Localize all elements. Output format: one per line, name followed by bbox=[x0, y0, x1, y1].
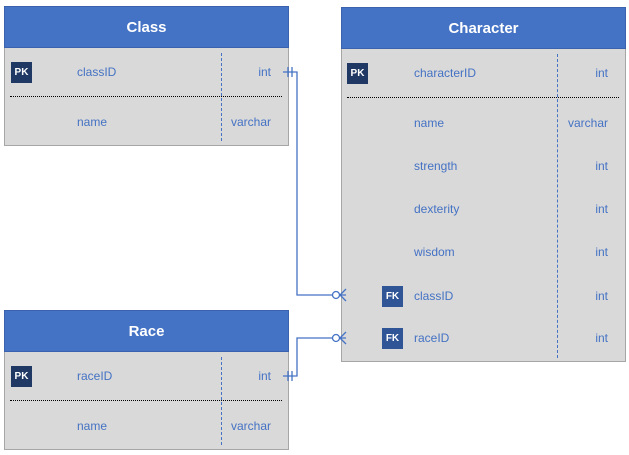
field-type: varchar bbox=[230, 419, 271, 433]
primary-key-badge: PK bbox=[11, 366, 32, 387]
field-name: dexterity bbox=[414, 202, 460, 216]
field-row: dexterity int bbox=[342, 199, 625, 221]
column-separator bbox=[557, 54, 558, 358]
entity-race-header: Race bbox=[4, 310, 289, 352]
entity-race[interactable]: Race PK raceID int name varchar bbox=[4, 310, 289, 450]
field-type: varchar bbox=[567, 116, 608, 130]
entity-class[interactable]: Class PK classID int name varchar bbox=[4, 6, 289, 146]
primary-key-badge: PK bbox=[11, 62, 32, 83]
zero-marker bbox=[331, 333, 341, 343]
zero-marker bbox=[331, 290, 341, 300]
key-separator bbox=[10, 96, 282, 97]
entity-character-title: Character bbox=[448, 19, 519, 37]
key-separator bbox=[347, 97, 619, 98]
field-name: characterID bbox=[414, 66, 477, 80]
field-name: classID bbox=[414, 289, 454, 303]
field-row: PK classID int bbox=[5, 62, 288, 84]
entity-class-title: Class bbox=[126, 18, 167, 36]
field-row: wisdom int bbox=[342, 242, 625, 264]
entity-race-title: Race bbox=[128, 322, 165, 340]
field-type: int bbox=[595, 289, 608, 303]
crow-foot-many-marker bbox=[339, 331, 347, 345]
foreign-key-badge: FK bbox=[382, 328, 403, 349]
field-row: PK raceID int bbox=[5, 366, 288, 388]
field-row: name varchar bbox=[5, 112, 288, 134]
field-name: classID bbox=[77, 65, 117, 79]
entity-character-header: Character bbox=[341, 7, 626, 49]
field-type: varchar bbox=[230, 115, 271, 129]
field-row: FK raceID int bbox=[342, 328, 625, 350]
field-type: int bbox=[258, 369, 271, 383]
column-separator bbox=[221, 53, 222, 141]
field-name: name bbox=[77, 419, 108, 433]
field-name: wisdom bbox=[414, 245, 455, 259]
field-type: int bbox=[595, 202, 608, 216]
relationship-line-class-character bbox=[283, 71, 332, 296]
field-row: name varchar bbox=[5, 416, 288, 438]
field-name: raceID bbox=[414, 331, 450, 345]
entity-character[interactable]: Character PK characterID int name varcha… bbox=[341, 7, 626, 362]
field-name: name bbox=[414, 116, 445, 130]
column-separator bbox=[221, 357, 222, 445]
field-type: int bbox=[595, 66, 608, 80]
field-type: int bbox=[595, 159, 608, 173]
field-name: raceID bbox=[77, 369, 113, 383]
foreign-key-badge: FK bbox=[382, 286, 403, 307]
key-separator bbox=[10, 400, 282, 401]
field-name: strength bbox=[414, 159, 458, 173]
field-row: strength int bbox=[342, 156, 625, 178]
field-type: int bbox=[258, 65, 271, 79]
primary-key-badge: PK bbox=[347, 63, 368, 84]
field-row: PK characterID int bbox=[342, 63, 625, 85]
relationship-line-race-character bbox=[283, 337, 332, 377]
field-type: int bbox=[595, 245, 608, 259]
field-type: int bbox=[595, 331, 608, 345]
entity-class-header: Class bbox=[4, 6, 289, 48]
field-row: name varchar bbox=[342, 113, 625, 135]
crow-foot-many-marker bbox=[339, 288, 347, 302]
field-name: name bbox=[77, 115, 108, 129]
field-row: FK classID int bbox=[342, 286, 625, 308]
